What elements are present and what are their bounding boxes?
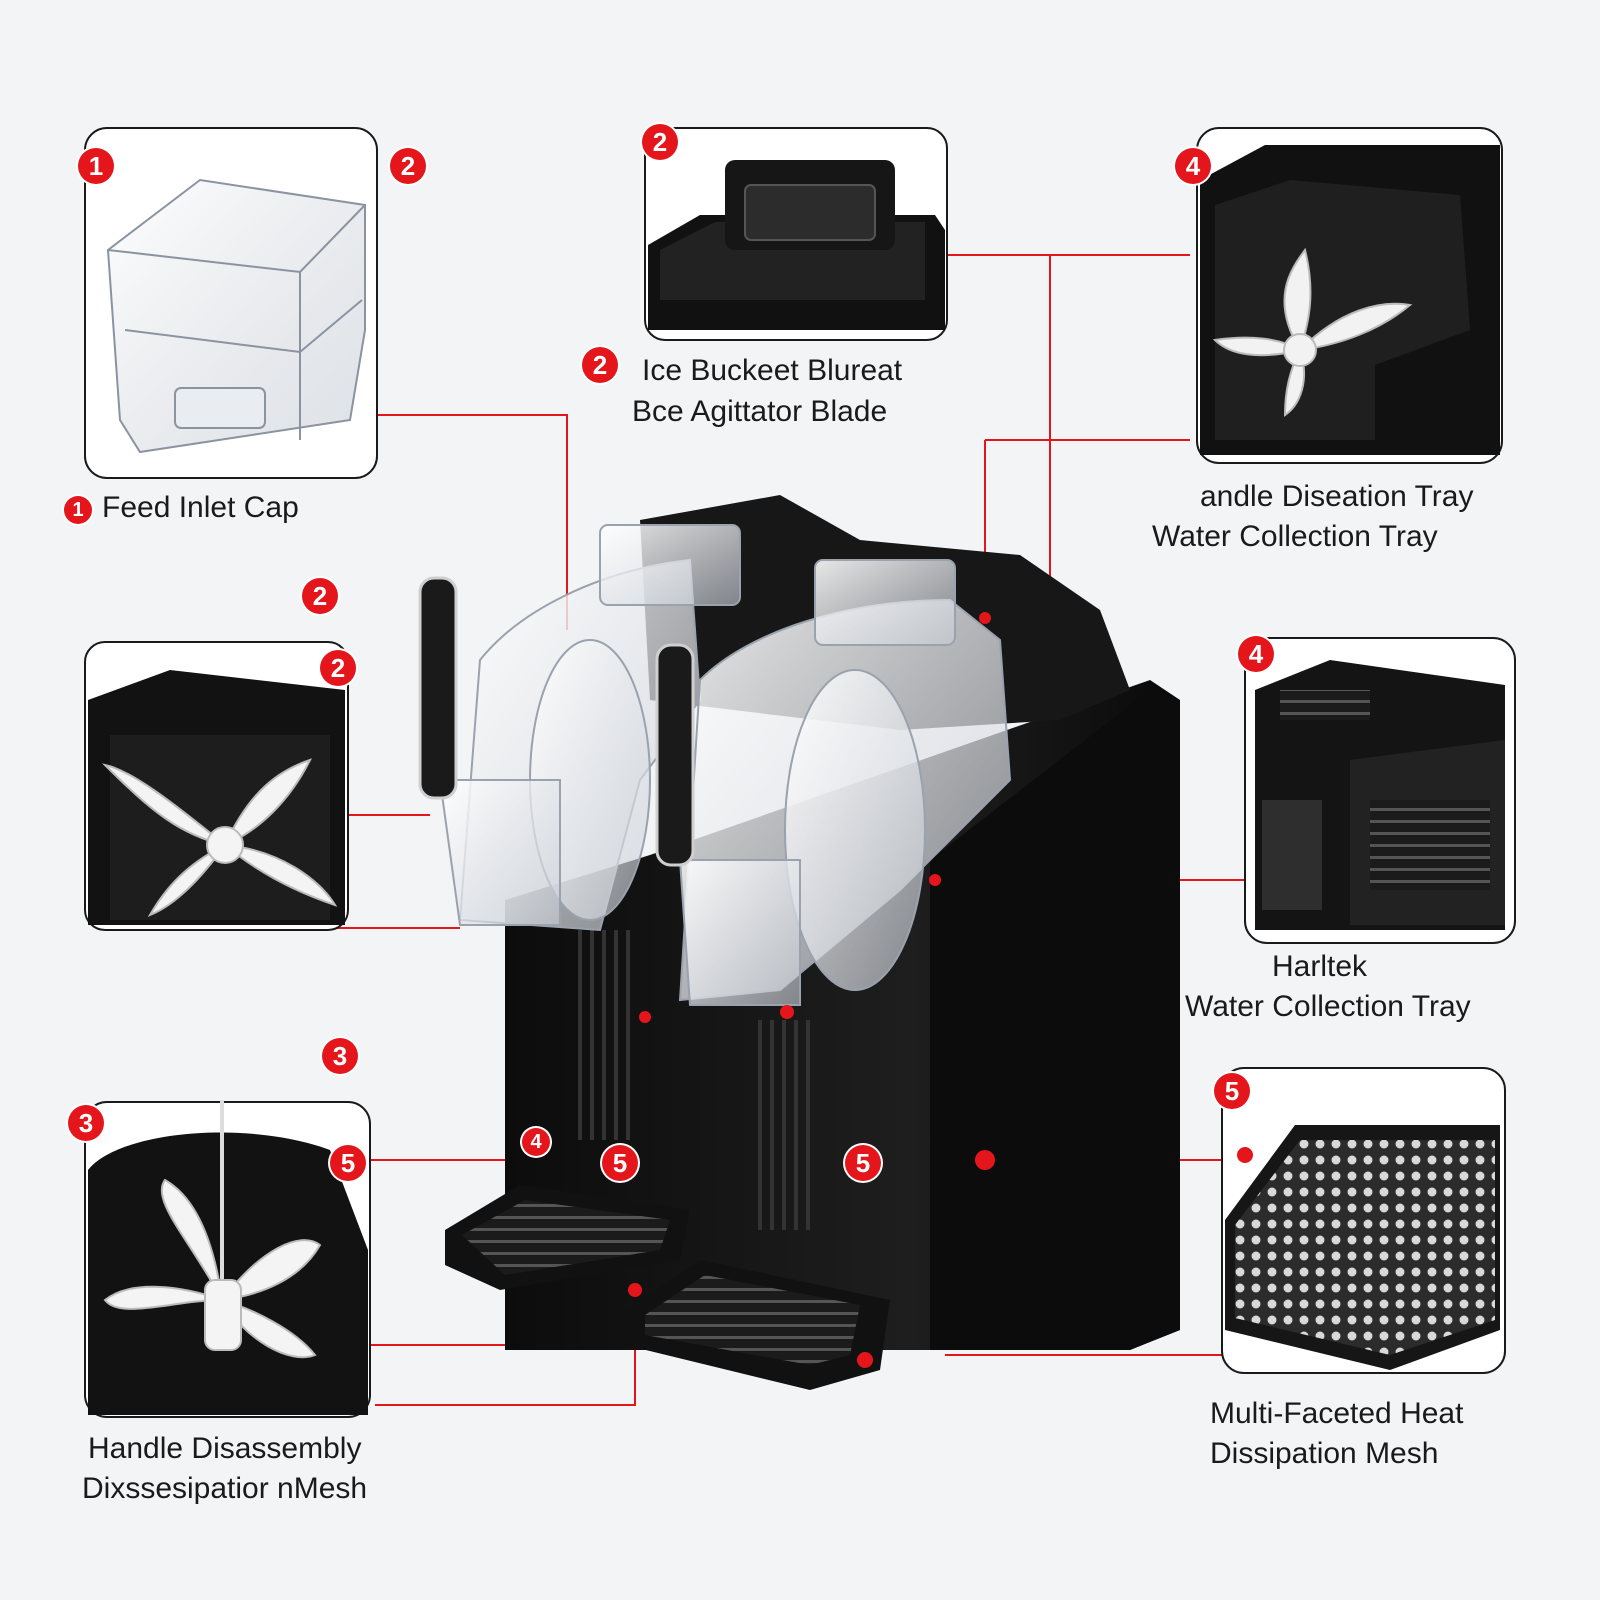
panel-ice-bucket bbox=[644, 127, 948, 341]
badge-2-ice-bucket-label: 2 bbox=[582, 347, 618, 383]
badge-4-water-tray: 4 bbox=[1238, 636, 1274, 672]
panel-agitator-blade bbox=[84, 641, 349, 931]
agitator-blade-image bbox=[88, 670, 345, 925]
clear-bucket-image bbox=[106, 178, 366, 454]
label-handle-line2: Dixssesipatior nMesh bbox=[82, 1472, 368, 1505]
label-ice-bucket-line1: Ice Buckeet Blureat bbox=[642, 354, 903, 387]
label-tray-top-line2: Water Collection Tray bbox=[1152, 520, 1438, 553]
panel-feed-inlet-cap bbox=[84, 127, 378, 479]
badge-1-feed-label: 1 bbox=[64, 496, 92, 524]
badge-4-tray-top: 4 bbox=[1175, 148, 1211, 184]
badge-5-right: 5 bbox=[845, 1145, 881, 1181]
label-mesh-line2: Dissipation Mesh bbox=[1210, 1437, 1439, 1470]
bucket-lid-image bbox=[648, 160, 945, 330]
panel-heat-mesh bbox=[1221, 1067, 1506, 1374]
badge-3-handle-above: 3 bbox=[322, 1038, 358, 1074]
machine-vent-slots bbox=[578, 930, 810, 1230]
label-tray-mid-line1: Harltek bbox=[1272, 950, 1368, 983]
panel-handle-disassembly bbox=[84, 1100, 371, 1418]
badge-1-feed-panel: 1 bbox=[78, 148, 114, 184]
label-handle-line1: Handle Disassembly bbox=[88, 1432, 362, 1465]
machine-side-panel bbox=[930, 690, 1180, 1350]
label-feed-inlet-cap: Feed Inlet Cap bbox=[102, 491, 299, 524]
badge-2-blade-panel: 2 bbox=[320, 650, 356, 686]
label-tray-top-line1: andle Diseation Tray bbox=[1200, 480, 1474, 513]
label-ice-bucket-line2: Bce Agittator Blade bbox=[632, 395, 888, 428]
label-tray-mid-line2: Water Collection Tray bbox=[1185, 990, 1471, 1023]
slushie-machine bbox=[418, 495, 1180, 1390]
leader-dots bbox=[628, 612, 1253, 1368]
badge-2-blade-above: 2 bbox=[302, 578, 338, 614]
badge-5-center: 5 bbox=[602, 1145, 638, 1181]
badge-4-machine: 4 bbox=[522, 1128, 550, 1156]
drip-trays bbox=[445, 1185, 890, 1390]
badge-2-feed-panel: 2 bbox=[390, 148, 426, 184]
badge-2-lid-panel: 2 bbox=[642, 124, 678, 160]
clear-tank-right bbox=[678, 559, 1012, 1006]
badge-5-left: 5 bbox=[330, 1145, 366, 1181]
tray-agitator-image bbox=[1200, 145, 1500, 455]
dispense-handles bbox=[418, 576, 695, 867]
panel-tray-top bbox=[1196, 127, 1503, 464]
vented-module-image bbox=[1255, 660, 1505, 930]
badge-5-mesh-panel: 5 bbox=[1214, 1073, 1250, 1109]
panel-water-tray bbox=[1244, 637, 1516, 944]
mesh-tray-image bbox=[1225, 1125, 1500, 1370]
fan-bin-image bbox=[88, 1100, 368, 1415]
clear-tank-left bbox=[438, 524, 741, 932]
badge-3-handle-panel: 3 bbox=[68, 1105, 104, 1141]
label-mesh-line1: Multi-Faceted Heat bbox=[1210, 1397, 1464, 1430]
